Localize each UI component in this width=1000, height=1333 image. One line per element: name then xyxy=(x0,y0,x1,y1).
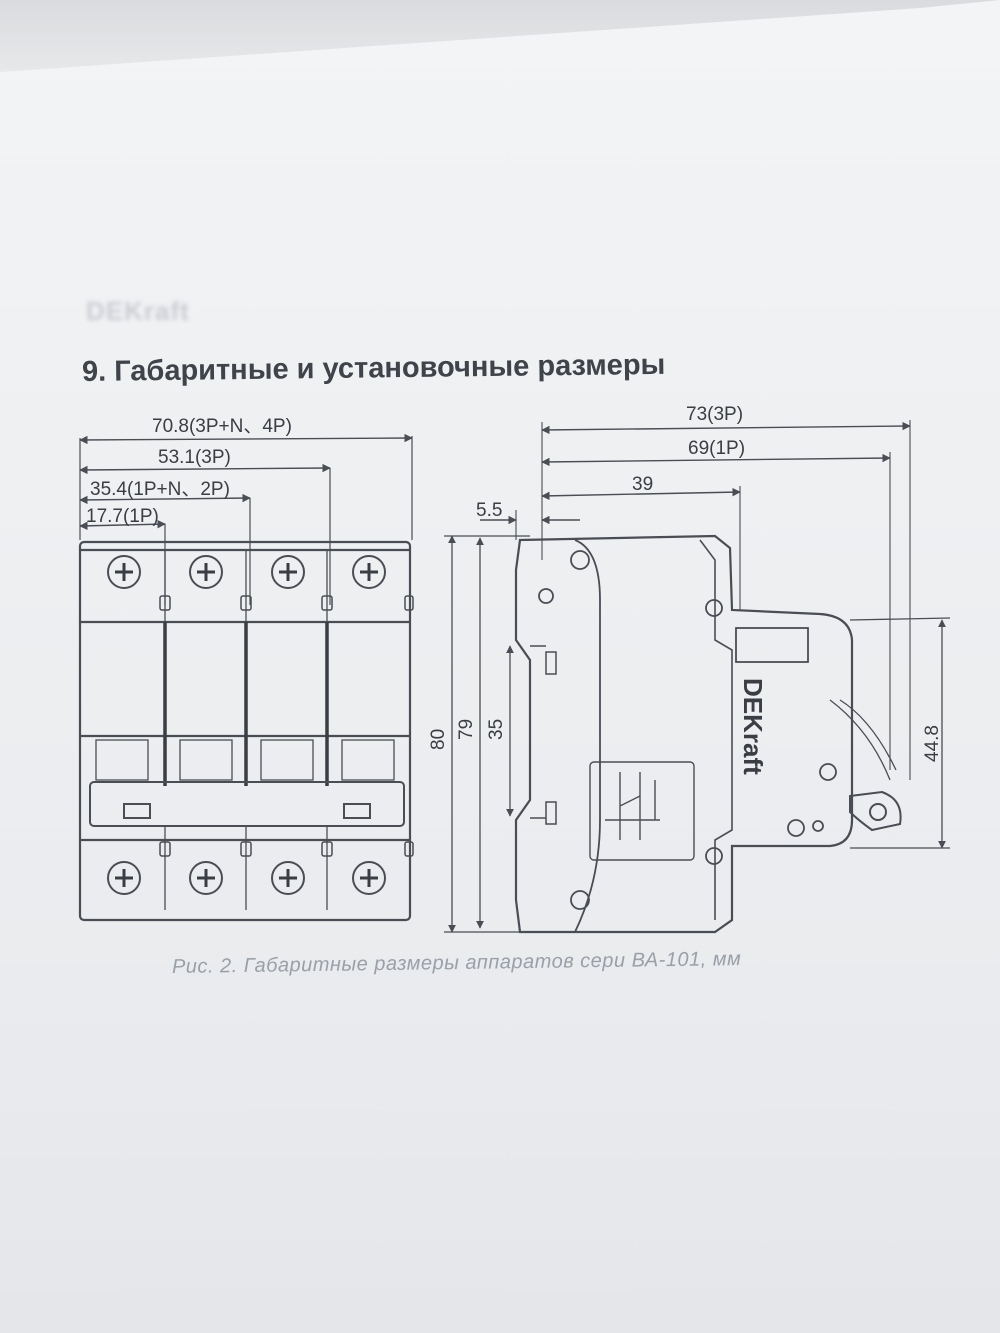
dim-height-80: 80 xyxy=(428,729,449,750)
dim-width-4p: 70.8(3P+N、4P) xyxy=(152,416,292,437)
dim-width-1p: 17.7(1P) xyxy=(86,506,159,527)
brand-logo-text: DEKraft xyxy=(738,678,768,775)
dim-height-44-8: 44.8 xyxy=(922,725,943,762)
header-ghost-text: DEKraft xyxy=(86,296,190,326)
section-title: 9. Габаритные и установочные размеры xyxy=(81,348,666,388)
side-view: 73(3P) 69(1P) 39 5.5 80 79 35 44.8 xyxy=(428,404,951,934)
toggle-handle-bar xyxy=(89,781,405,827)
dim-offset-5-5: 5.5 xyxy=(476,500,502,521)
front-view: 70.8(3P+N、4P) 53.1(3P) 35.4(1P+N、2P) 17.… xyxy=(78,416,414,922)
dim-height-79: 79 xyxy=(456,719,477,740)
wiring-schematic-label xyxy=(589,761,695,861)
dim-depth-39: 39 xyxy=(632,474,653,495)
dimension-drawing: 70.8(3P+N、4P) 53.1(3P) 35.4(1P+N、2P) 17.… xyxy=(78,404,951,934)
dim-width-3p: 53.1(3P) xyxy=(158,447,231,468)
terminal-screws-bottom xyxy=(107,861,386,895)
side-toggle-handle xyxy=(829,699,902,832)
dim-width-2p: 35.4(1P+N、2P) xyxy=(90,479,230,500)
terminal-screws-top xyxy=(107,555,386,589)
dim-depth-1p: 69(1P) xyxy=(688,438,745,459)
dim-rail-35: 35 xyxy=(486,719,507,740)
page-top-edge xyxy=(0,0,1000,72)
dim-depth-3p: 73(3P) xyxy=(686,404,743,425)
side-body-outline xyxy=(514,534,854,934)
